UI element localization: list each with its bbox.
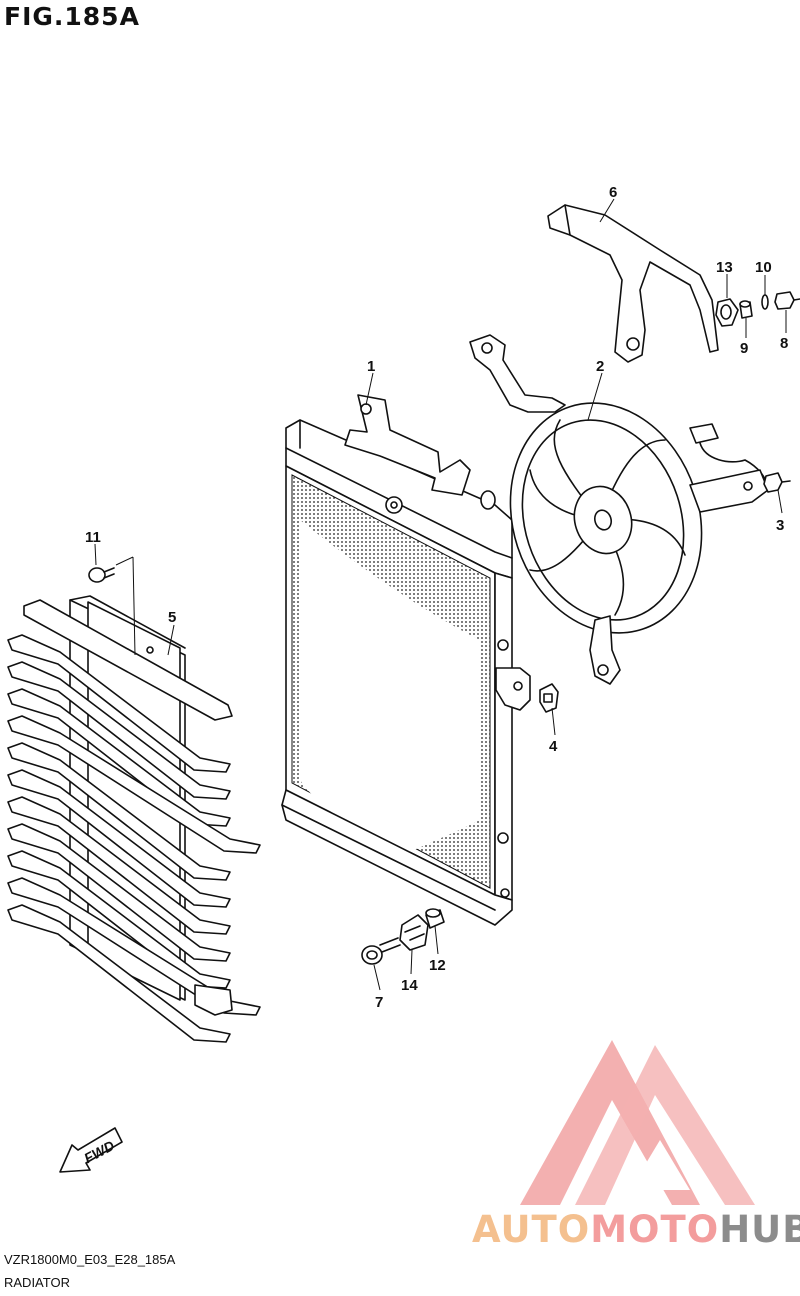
guard-slat — [7, 904, 231, 1043]
callout-1: 1 — [367, 358, 375, 375]
callout-9: 9 — [740, 340, 748, 357]
bracket-part-6[interactable] — [547, 204, 719, 363]
bolt-part-3[interactable] — [763, 472, 791, 493]
leader-lines — [94, 198, 787, 991]
fwd-arrow-icon: FWD — [59, 1127, 123, 1173]
watermark-auto: AUTO — [472, 1208, 591, 1251]
callout-7: 7 — [375, 994, 383, 1011]
callout-13: 13 — [716, 259, 733, 276]
diagram-code: VZR1800M0_E03_E28_185A — [4, 1252, 176, 1267]
guard-slat — [7, 796, 231, 935]
watermark-hub: HUB — [719, 1208, 800, 1251]
watermark-logo — [520, 1040, 755, 1205]
bolt-part-7[interactable] — [361, 937, 401, 965]
callout-8: 8 — [780, 335, 788, 352]
watermark-moto: MOTO — [590, 1208, 720, 1251]
callout-5: 5 — [168, 609, 176, 626]
cooling-fan-part-2[interactable] — [469, 334, 769, 685]
bolt-part-8[interactable] — [774, 291, 800, 310]
radiator-guard-part-5[interactable] — [7, 595, 261, 1043]
bolt-part-11[interactable] — [88, 567, 115, 583]
guard-slat — [7, 634, 231, 773]
figure-title: FIG.185A — [4, 2, 140, 31]
guard-slat — [7, 715, 261, 854]
callout-11: 11 — [85, 529, 101, 546]
callout-10: 10 — [755, 259, 772, 276]
callout-14: 14 — [401, 977, 418, 994]
callout-6: 6 — [609, 184, 617, 201]
guard-slat — [7, 742, 231, 881]
callout-2: 2 — [596, 358, 604, 375]
guard-slat — [7, 688, 231, 827]
guard-slat — [7, 823, 231, 962]
collar-part-12[interactable] — [425, 908, 445, 929]
diagram-name: RADIATOR — [4, 1275, 70, 1290]
callout-12: 12 — [429, 957, 446, 974]
callout-3: 3 — [776, 517, 784, 534]
mount-rubber-part-14[interactable] — [399, 914, 429, 951]
washer-part-10[interactable] — [761, 294, 769, 310]
grommet-part-13[interactable] — [715, 298, 739, 327]
guard-slat — [7, 877, 261, 1016]
guard-slat — [7, 850, 231, 989]
collar-part-9[interactable] — [739, 300, 753, 319]
callout-4: 4 — [549, 738, 558, 755]
radiator-part-1[interactable] — [281, 394, 531, 926]
watermark-text: AUTOMOTOHUB — [472, 1208, 800, 1251]
guard-slat — [7, 769, 231, 908]
guard-slat — [7, 661, 231, 800]
clip-nut-part-4[interactable] — [539, 683, 559, 713]
